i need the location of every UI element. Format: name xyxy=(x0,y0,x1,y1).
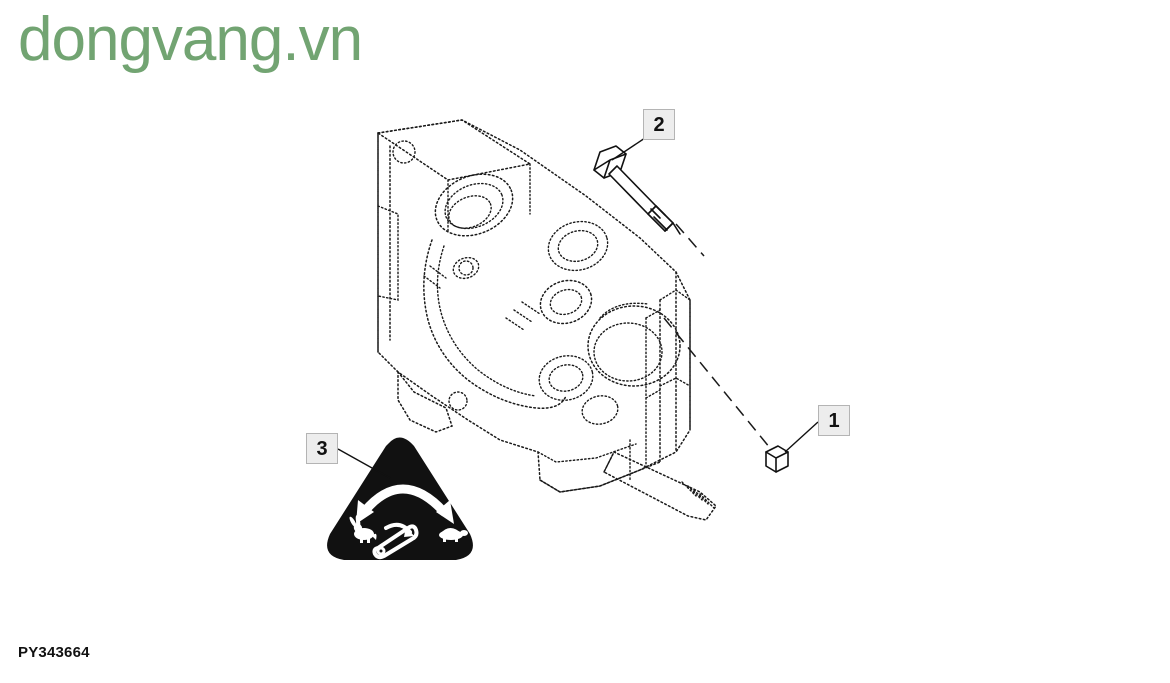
assembly-lines xyxy=(663,223,771,449)
plug-part xyxy=(765,445,789,473)
callout-leaders xyxy=(337,137,819,479)
callout-2[interactable]: 2 xyxy=(643,109,675,140)
control-lever-icon xyxy=(372,524,419,560)
turtle-slow-icon xyxy=(439,528,468,542)
callout-3[interactable]: 3 xyxy=(306,433,338,464)
site-watermark: dongvang.vn xyxy=(18,5,363,74)
housing-outline xyxy=(375,119,718,521)
part-number-label: PY343664 xyxy=(18,644,90,661)
rabbit-fast-icon xyxy=(349,515,377,543)
cap-screw-part xyxy=(593,145,681,235)
speed-control-decal xyxy=(327,437,473,567)
callout-1[interactable]: 1 xyxy=(818,405,850,436)
